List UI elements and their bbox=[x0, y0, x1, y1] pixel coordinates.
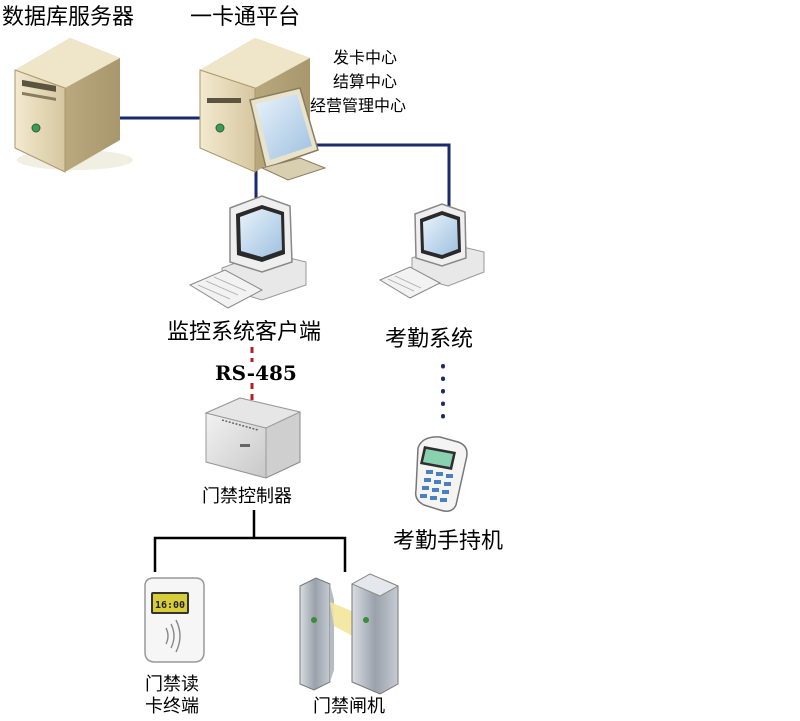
reader-display-text: 16:00 bbox=[155, 600, 185, 611]
platform-role-card-center: 发卡中心 bbox=[333, 48, 398, 67]
platform-role-management-center: 经营管理中心 bbox=[310, 96, 407, 115]
platform-to-attendance-link bbox=[312, 143, 451, 215]
rs485-label: RS-485 bbox=[215, 361, 297, 385]
attendance-handheld-label: 考勤手持机 bbox=[393, 529, 504, 554]
door-controller-label: 门禁控制器 bbox=[202, 486, 292, 507]
handheld-terminal-icon bbox=[414, 436, 468, 512]
desktop-computer-icon bbox=[378, 203, 485, 299]
card-reader-icon: 16:00 bbox=[144, 577, 205, 663]
platform-label: 一卡通平台 bbox=[190, 5, 301, 30]
db-server-label: 数据库服务器 bbox=[2, 5, 135, 30]
turnstile-gate-icon bbox=[299, 573, 400, 695]
server-with-monitor-icon bbox=[199, 38, 327, 181]
desktop-computer-icon bbox=[188, 195, 307, 309]
controller-branch-link bbox=[153, 536, 347, 572]
door-reader-label-line2: 卡终端 bbox=[145, 696, 199, 717]
controller-box-icon bbox=[204, 397, 302, 479]
turnstile-label: 门禁闸机 bbox=[313, 696, 385, 717]
connection-lines bbox=[120, 116, 451, 572]
monitor-client-label: 监控系统客户端 bbox=[167, 320, 322, 345]
attendance-system-label: 考勤系统 bbox=[385, 327, 474, 352]
platform-role-settlement-center: 结算中心 bbox=[333, 72, 398, 91]
door-reader-label-line1: 门禁读 bbox=[145, 674, 199, 695]
tower-server-icon bbox=[14, 38, 133, 173]
